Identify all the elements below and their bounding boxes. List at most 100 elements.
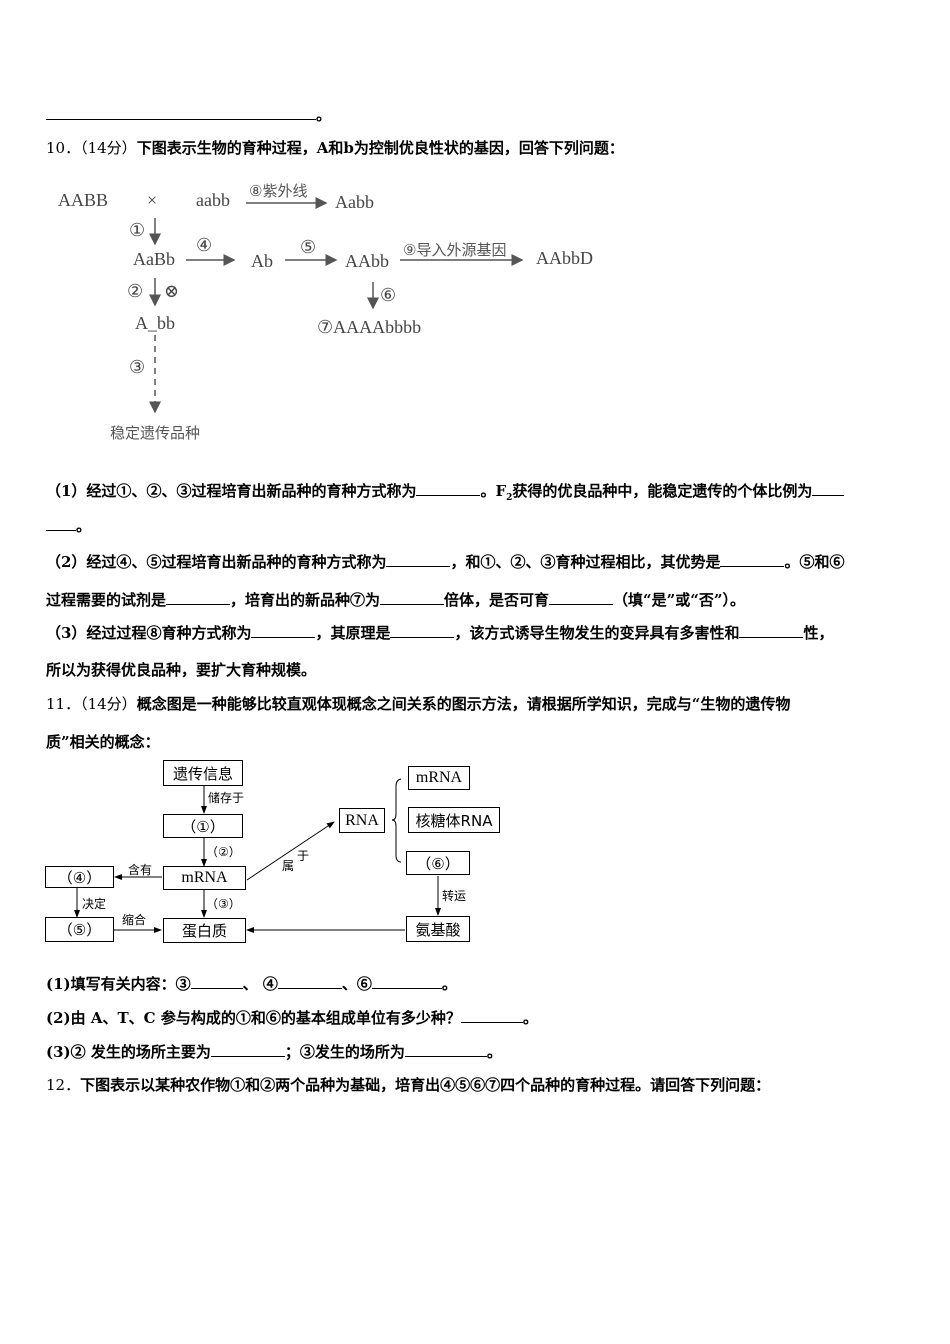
q11-sub3: (3)② 发生的场所主要为 ；③发生的场所为 。: [46, 1041, 502, 1062]
q10-sub2-text-2: ，和①、②、③育种过程相比，其优势是: [450, 553, 721, 571]
label-step3: ③: [129, 357, 146, 377]
box-genetic-info: 遗传信息: [163, 760, 243, 786]
answer-blank[interactable]: [166, 589, 231, 605]
q10-stem: 10．（14分）下图表示生物的育种过程，A和b为控制优良性状的基因，回答下列问题…: [46, 137, 624, 158]
subscript-2: 2: [506, 493, 513, 503]
q11-sub1-text-2: 、 ④: [242, 975, 278, 993]
box-6: （⑥）: [406, 851, 470, 875]
node-AAbbD: AAbbD: [536, 248, 593, 268]
node-stable-variety: 稳定遗传品种: [110, 424, 201, 442]
q10-sub2-text-7: （填“是”或“否”）。: [613, 591, 746, 609]
box-1: （①）: [163, 814, 243, 838]
box-mrna-type: mRNA: [408, 766, 470, 790]
edge-stored-in: 储存于: [208, 791, 245, 805]
q11-stem-line1: 11．（14分）概念图是一种能够比较直观体现概念之间关系的图示方法，请根据所学知…: [46, 693, 790, 714]
q10-sub2-text-3: 。⑤和⑥: [784, 553, 845, 571]
q10-sub1-f: 。F: [480, 482, 507, 500]
q10-sub2-text-6: 倍体，是否可育: [444, 591, 550, 609]
edge-3: （③）: [206, 897, 241, 911]
label-step8-uv: ⑧紫外线: [249, 182, 308, 200]
edge-2: （②）: [206, 845, 241, 859]
answer-blank[interactable]: [549, 589, 614, 605]
cross-symbol: ×: [147, 190, 158, 210]
answer-blank[interactable]: [277, 973, 342, 989]
box-protein: 蛋白质: [163, 918, 246, 943]
period: 。: [486, 1043, 502, 1061]
previous-answer-line: 。: [46, 104, 331, 125]
q10-stem-text: 下图表示生物的育种过程，A和b为控制优良性状的基因，回答下列问题：: [136, 139, 624, 157]
q11-sub1: (1)填写有关内容：③ 、 ④ 、⑥ 。: [46, 973, 457, 994]
answer-blank[interactable]: [46, 104, 316, 120]
q10-sub1-text-2: 获得的优良品种中，能稳定遗传的个体比例为: [512, 482, 813, 500]
node-tetraploid: ⑦AAAAbbbb: [317, 317, 422, 337]
concept-map-arrows: [74, 778, 441, 933]
answer-blank[interactable]: [404, 1041, 487, 1057]
box-amino-acid: 氨基酸: [406, 916, 470, 942]
answer-blank[interactable]: [416, 480, 481, 496]
q10-sub3-text-5: 所以为获得优良品种，要扩大育种规模。: [46, 661, 317, 679]
answer-blank[interactable]: [812, 480, 845, 496]
edge-condenses: 缩合: [122, 913, 147, 927]
label-step1: ①: [129, 220, 146, 240]
q11-stem-text: 概念图是一种能够比较直观体现概念之间关系的图示方法，请根据所学知识，完成与“生物…: [136, 695, 791, 713]
period: 。: [441, 975, 457, 993]
q12-stem: 12．下图表示以某种农作物①和②两个品种为基础，培育出④⑤⑥⑦四个品种的育种过程…: [46, 1074, 770, 1095]
q11-sub3-text-2: ；③发生的场所为: [284, 1043, 405, 1061]
q10-sub3-text: （3）经过过程⑧育种方式称为: [46, 624, 252, 642]
box-mrna: mRNA: [163, 866, 246, 890]
answer-blank[interactable]: [720, 551, 785, 567]
period: 。: [522, 1009, 538, 1027]
q10-sub1-line1: （1）经过①、②、③过程培育出新品种的育种方式称为 。F2获得的优良品种中，能稳定…: [46, 480, 845, 503]
answer-blank[interactable]: [460, 1007, 523, 1023]
box-5: （⑤）: [45, 917, 114, 942]
node-Aabb: Aabb: [335, 192, 374, 212]
box-4: （④）: [45, 866, 114, 888]
q11-stem-line2: 质”相关的概念：: [46, 731, 160, 752]
q10-sub2-text: （2）经过④、⑤过程培育出新品种的育种方式称为: [46, 553, 387, 571]
node-aabb: aabb: [196, 190, 230, 210]
q11-score: （14分）: [80, 695, 137, 713]
q10-sub3-text-2: ，其原理是: [315, 624, 391, 642]
edge-transports: 转运: [442, 889, 467, 903]
label-step4: ④: [196, 235, 213, 255]
answer-blank[interactable]: [380, 589, 445, 605]
edge-determines: 决定: [82, 897, 107, 911]
label-step9-gene-import: ⑨导入外源基因: [403, 241, 507, 259]
q11-stem-text-2: 质”相关的概念：: [46, 733, 160, 751]
answer-blank[interactable]: [739, 622, 804, 638]
answer-blank[interactable]: [371, 973, 442, 989]
q10-sub2-line2: 过程需要的试剂是 ，培育出的新品种⑦为 倍体，是否可育 （填“是”或“否”）。: [46, 589, 745, 610]
q11-sub2-text: (2)由 A、T、C 参与构成的①和⑥的基本组成单位有多少种？: [46, 1009, 461, 1027]
q11-sub3-text: (3)② 发生的场所主要为: [46, 1043, 211, 1061]
q10-sub3-line1: （3）经过过程⑧育种方式称为，其原理是，该方式诱导生物发生的变异具有多害性和性，: [46, 622, 834, 643]
q10-sub3-text-4: 性，: [803, 624, 834, 642]
q10-sub2-text-5: ，培育出的新品种⑦为: [230, 591, 381, 609]
answer-blank[interactable]: [210, 1041, 285, 1057]
node-Ab: Ab: [251, 251, 273, 271]
q10-number: 10．: [46, 139, 81, 157]
answer-blank[interactable]: [390, 622, 455, 638]
q10-sub3-line2: 所以为获得优良品种，要扩大育种规模。: [46, 659, 316, 680]
label-step5: ⑤: [300, 237, 317, 257]
node-A_bb: A_bb: [135, 313, 175, 333]
label-step6: ⑥: [380, 285, 397, 305]
q10-sub2-text-4: 过程需要的试剂是: [46, 591, 167, 609]
answer-blank[interactable]: [190, 973, 243, 989]
answer-blank[interactable]: [251, 622, 316, 638]
breeding-arrows: [149, 197, 524, 414]
node-AAbb: AAbb: [345, 251, 389, 271]
edge-belongs-a: 属: [282, 859, 295, 873]
node-AaBb: AaBb: [133, 249, 175, 269]
edge-belongs-b: 于: [297, 849, 310, 863]
q11-sub1-text: (1)填写有关内容：③: [46, 975, 191, 993]
q12-stem-text: 下图表示以某种农作物①和②两个品种为基础，培育出④⑤⑥⑦四个品种的育种过程。请回…: [80, 1076, 771, 1094]
answer-blank[interactable]: [46, 515, 76, 531]
q12-number: 12．: [46, 1076, 81, 1094]
node-AABB: AABB: [58, 190, 109, 210]
box-rrna: 核糖体RNA: [408, 807, 500, 833]
q11-sub1-text-3: 、⑥: [341, 975, 372, 993]
q10-sub2-line1: （2）经过④、⑤过程培育出新品种的育种方式称为 ，和①、②、③育种过程相比，其优势…: [46, 551, 844, 572]
answer-blank[interactable]: [386, 551, 451, 567]
q11-number: 11．: [46, 695, 81, 713]
q10-sub1-text: （1）经过①、②、③过程培育出新品种的育种方式称为: [46, 482, 417, 500]
